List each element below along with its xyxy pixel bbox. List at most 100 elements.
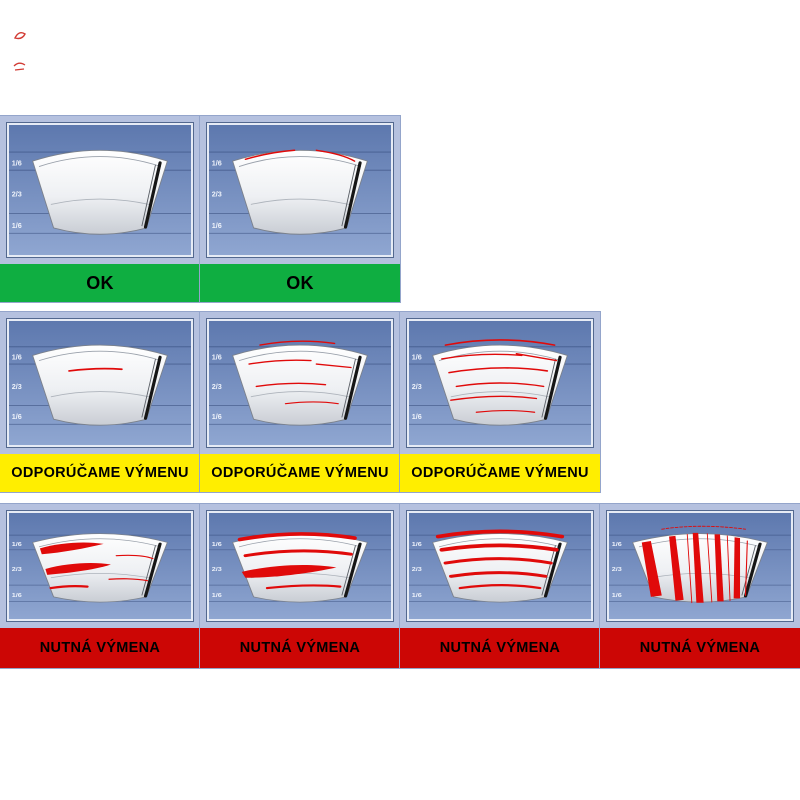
- zone-tick-label: 1/6: [12, 413, 22, 421]
- wear-streaks: [641, 525, 748, 604]
- zone-tick-label: 1/6: [412, 413, 422, 421]
- blade-shadow-line: [141, 358, 156, 418]
- wiper-condition-cell: 1/6 2/3 1/6 ODPORÚČAME VÝMENU: [399, 311, 601, 493]
- windshield-panel: 1/62/31/6: [9, 125, 191, 255]
- fan-mid-arc: [50, 572, 150, 579]
- wiper-sweep-fan: [32, 344, 168, 426]
- fan-upper-arc: [638, 538, 762, 548]
- windshield-panel: 1/6 2/3 1/6: [9, 321, 191, 445]
- zone-tick-label: 2/3: [212, 383, 222, 391]
- wiper-sweep-fan: [432, 344, 568, 426]
- wiper-sweep-fan: [432, 533, 568, 603]
- zone-tick-label: 2/3: [12, 189, 22, 198]
- status-label: OK: [86, 272, 114, 293]
- fan-upper-arc: [438, 538, 562, 548]
- status-label-bar: OK: [0, 264, 200, 302]
- fan-mid-arc: [50, 391, 150, 398]
- windshield-panel: 1/62/31/6: [209, 125, 391, 255]
- wiper-panel-frame: 1/6 2/3 1/6: [7, 319, 193, 447]
- windshield-panel: 1/6 2/3 1/6: [409, 321, 591, 445]
- status-label: ODPORÚČAME VÝMENU: [411, 465, 589, 481]
- fan-upper-arc: [38, 156, 162, 167]
- blade-shadow-line: [141, 164, 156, 227]
- wiper-condition-cell: 1/6 2/3 1/6 NUTNÁ VÝMENA: [599, 503, 800, 669]
- wiper-blade-mark: [343, 161, 362, 229]
- zone-tick-label: 1/6: [212, 354, 222, 362]
- status-label: NUTNÁ VÝMENA: [639, 640, 761, 656]
- status-label-bar: OK: [200, 264, 400, 302]
- fan-mid-arc: [450, 391, 550, 398]
- zone-tick-label: 2/3: [212, 189, 222, 198]
- zone-tick-label: 1/6: [612, 542, 622, 548]
- status-label-bar: ODPORÚČAME VÝMENU: [0, 454, 200, 492]
- status-label: OK: [286, 272, 314, 293]
- zone-tick-label: 1/6: [212, 592, 222, 598]
- wiper-panel-frame: 1/6 2/3 1/6: [407, 319, 593, 447]
- status-label: ODPORÚČAME VÝMENU: [11, 465, 189, 481]
- zone-tick-label: 1/6: [412, 354, 422, 362]
- status-label: ODPORÚČAME VÝMENU: [211, 465, 389, 481]
- wear-streaks: [248, 340, 352, 405]
- zone-tick-label: 1/6: [612, 592, 622, 598]
- fan-upper-arc: [238, 350, 362, 362]
- fan-mid-arc: [250, 198, 350, 205]
- status-label-bar: NUTNÁ VÝMENA: [600, 628, 800, 668]
- zone-tick-label: 2/3: [212, 567, 222, 573]
- blade-shadow-line: [341, 545, 356, 596]
- zone-tick-label: 1/6: [212, 542, 222, 548]
- wear-streaks: [237, 532, 357, 590]
- windshield-panel: 1/62/31/6: [409, 513, 591, 619]
- status-label: NUTNÁ VÝMENA: [39, 640, 161, 656]
- wear-streaks: [68, 367, 123, 372]
- zone-tick-label: 1/6: [12, 354, 22, 362]
- wear-streaks: [441, 339, 558, 413]
- wiper-sweep-fan: [232, 149, 368, 235]
- wiper-panel-frame: 1/6 2/3 1/6: [207, 511, 393, 621]
- wiper-blade-mark: [143, 161, 162, 229]
- blade-shadow-line: [341, 358, 356, 418]
- wiper-blade-mark: [343, 355, 362, 420]
- blade-shadow-line: [741, 545, 756, 596]
- zone-tick-label: 1/6: [412, 542, 422, 548]
- wiper-blade-mark: [543, 355, 562, 420]
- zone-tick-label: 1/6: [12, 592, 22, 598]
- wiper-blade-mark: [543, 542, 562, 598]
- status-label-bar: NUTNÁ VÝMENA: [0, 628, 200, 668]
- blade-shadow-line: [541, 358, 556, 418]
- wiper-blade-mark: [143, 542, 162, 598]
- wiper-sweep-fan: [32, 149, 168, 235]
- status-label-bar: ODPORÚČAME VÝMENU: [400, 454, 600, 492]
- blade-shadow-line: [141, 545, 156, 596]
- zone-tick-label: 1/6: [12, 221, 22, 230]
- zone-tick-label: 2/3: [412, 567, 422, 573]
- zone-tick-label: 2/3: [12, 383, 22, 391]
- wear-streaks: [244, 149, 356, 162]
- fan-mid-arc: [50, 198, 150, 205]
- fan-mid-arc: [250, 391, 350, 398]
- wiper-blade-mark: [143, 355, 162, 420]
- zone-tick-label: 1/6: [12, 542, 22, 548]
- print-registration-mark: [13, 62, 26, 71]
- zone-tick-label: 2/3: [612, 567, 622, 573]
- status-label-bar: NUTNÁ VÝMENA: [400, 628, 600, 668]
- print-registration-mark: [13, 31, 26, 40]
- status-label-bar: NUTNÁ VÝMENA: [200, 628, 400, 668]
- wear-streaks: [39, 542, 154, 590]
- wiper-condition-cell: 1/6 2/3 1/6 ODPORÚČAME VÝMENU: [0, 311, 201, 493]
- zone-tick-label: 2/3: [412, 383, 422, 391]
- fan-upper-arc: [238, 156, 362, 167]
- status-label-bar: ODPORÚČAME VÝMENU: [200, 454, 400, 492]
- wiper-condition-cell: 1/6 2/3 1/6 NUTNÁ VÝMENA: [199, 503, 401, 669]
- wiper-panel-frame: 1/6 2/3 1/6: [607, 511, 793, 621]
- wiper-blade-mark: [743, 542, 762, 598]
- windshield-panel: 1/62/31/6: [9, 513, 191, 619]
